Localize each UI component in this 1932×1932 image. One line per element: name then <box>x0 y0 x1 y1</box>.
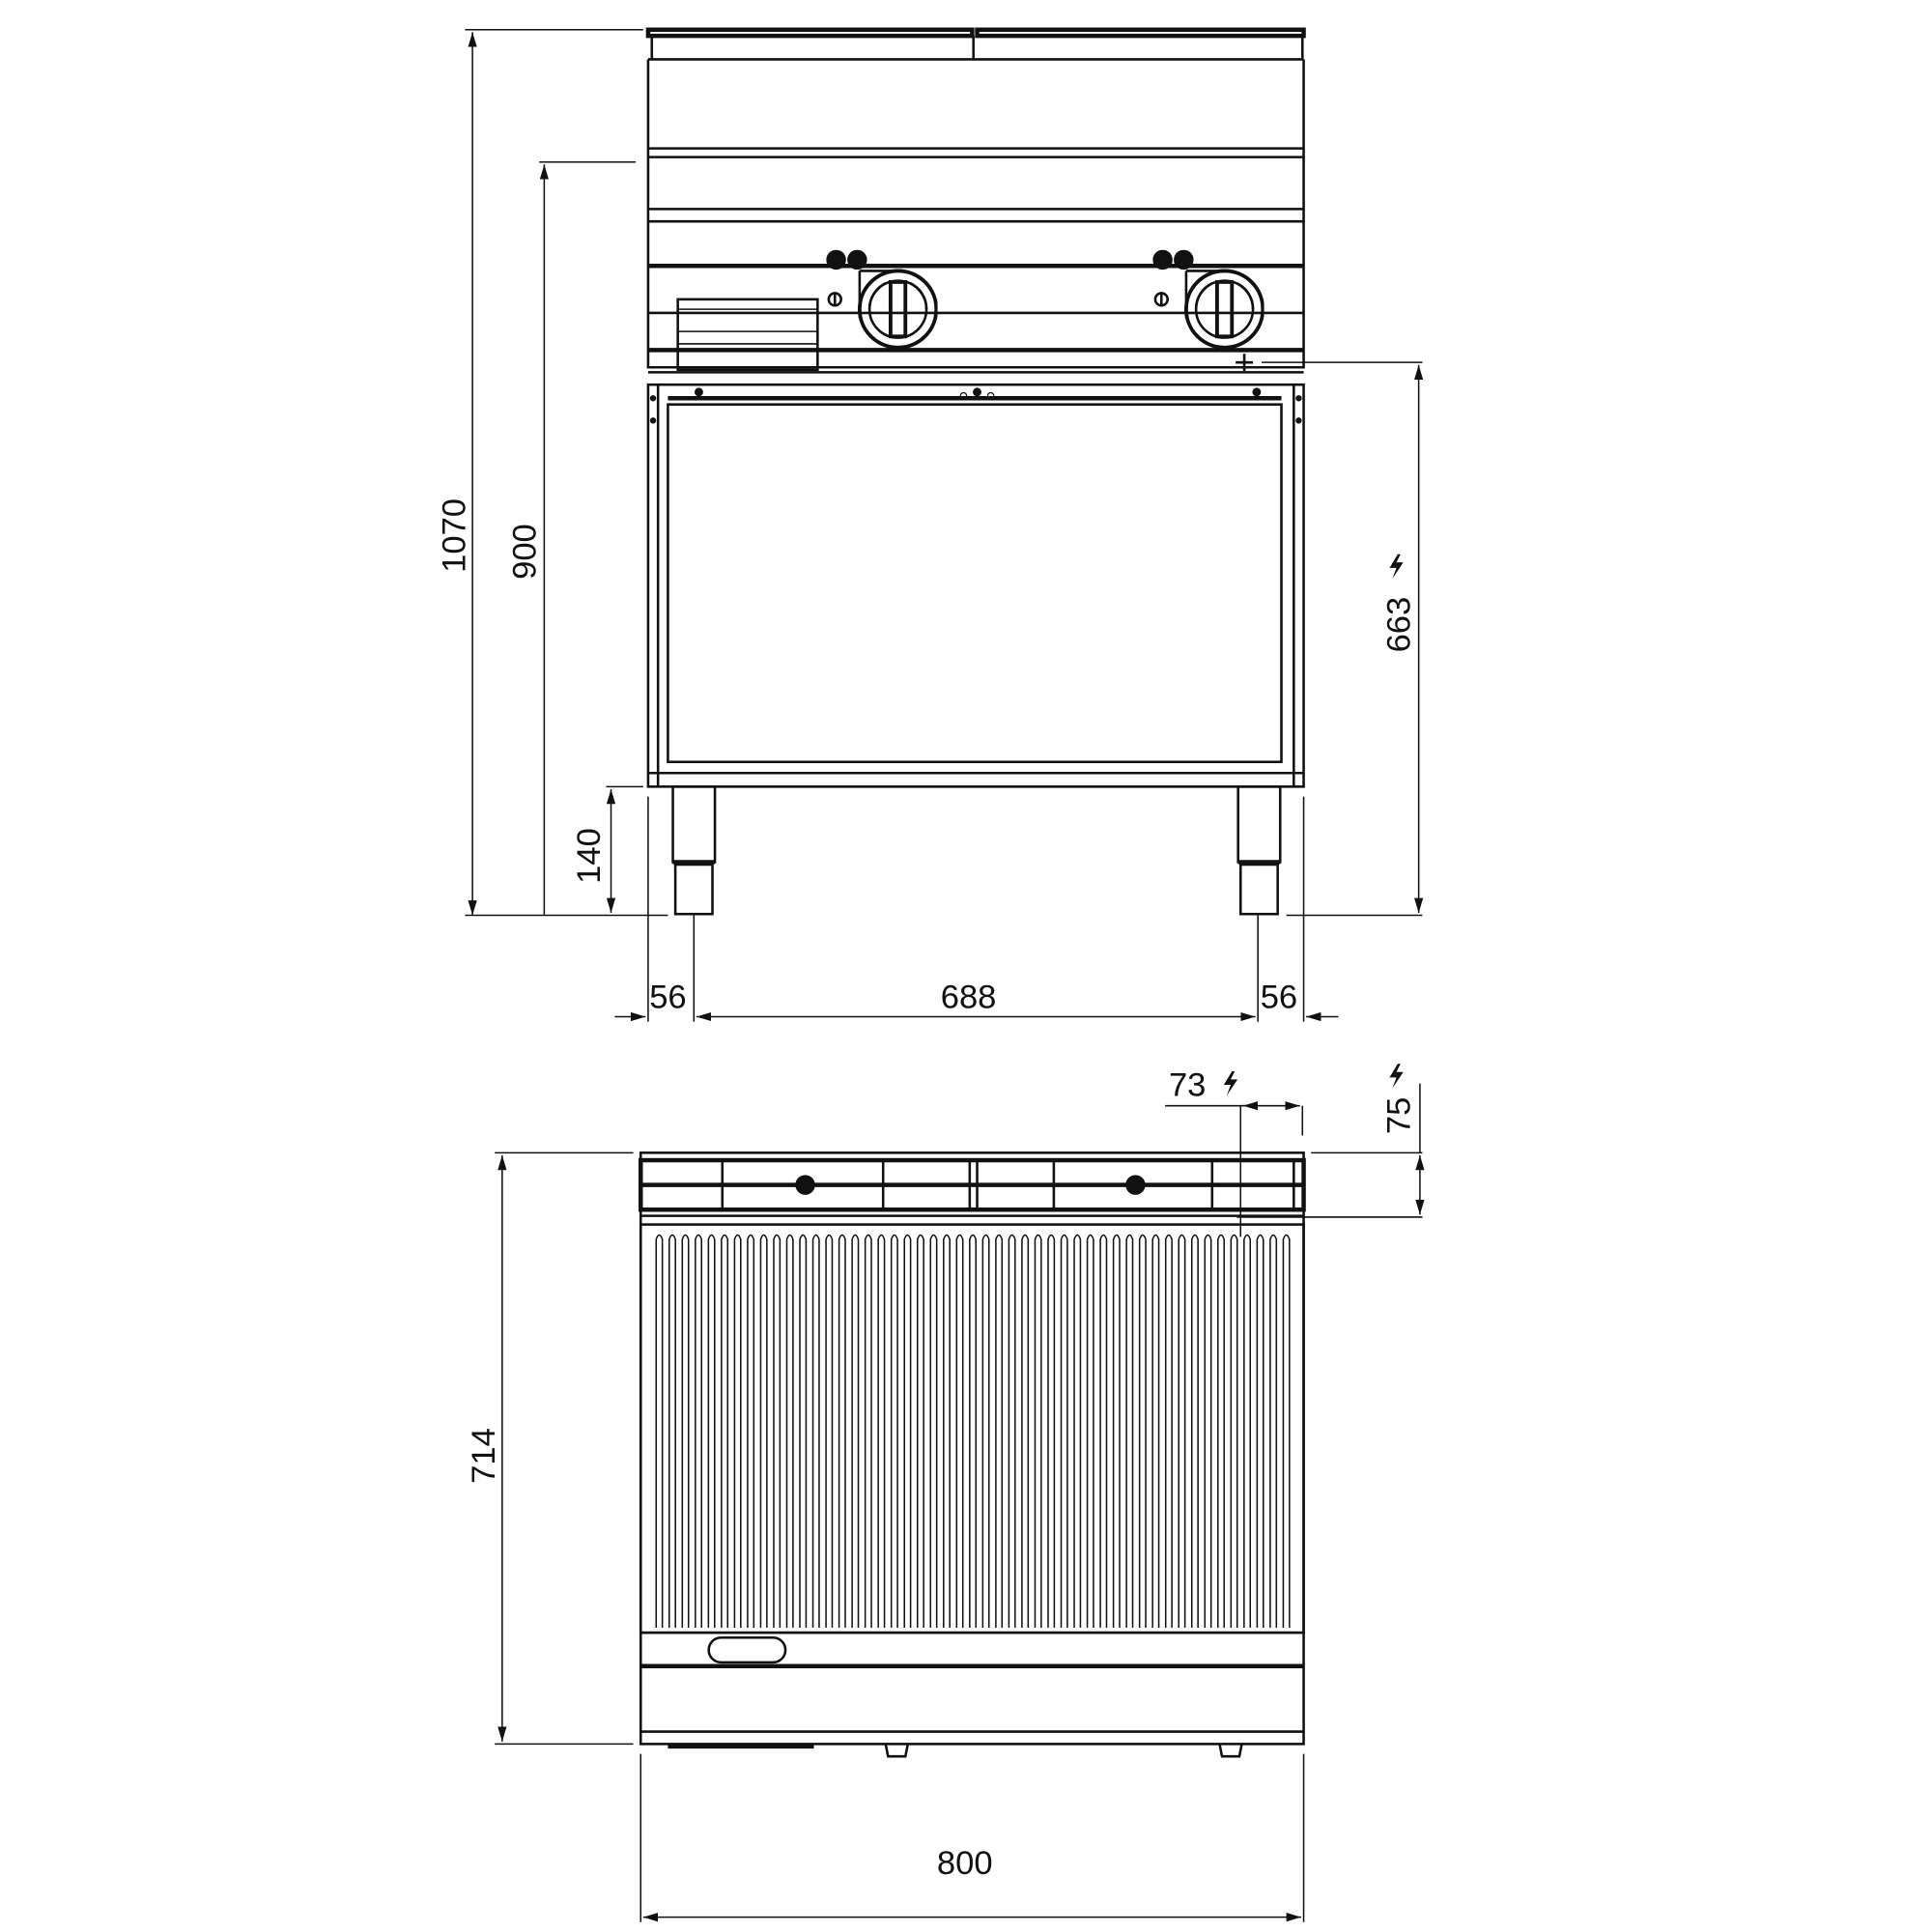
grill-rib <box>1243 1234 1252 1629</box>
dim-left-leg-offset: 56 <box>649 980 686 1016</box>
leg-left <box>671 785 717 916</box>
grill-rib <box>1269 1234 1278 1629</box>
grill-rib <box>785 1234 794 1629</box>
grill-rib <box>838 1234 846 1629</box>
grill-rib <box>733 1234 742 1629</box>
lightning-bolt-icon <box>1223 1070 1238 1096</box>
dim-leg-height: 140 <box>571 828 608 884</box>
grill-rib <box>1217 1234 1225 1629</box>
dim-connection-height: 663 <box>1381 597 1418 653</box>
grill-rib <box>1099 1234 1108 1629</box>
foot-right <box>1218 1744 1243 1758</box>
grill-rib <box>916 1234 924 1629</box>
dim-right-leg-offset: 56 <box>1261 980 1297 1016</box>
dim-leg-spacing: 688 <box>941 980 997 1016</box>
grill-rib <box>1190 1234 1199 1629</box>
grill-rib <box>864 1234 872 1629</box>
grill-rib <box>890 1234 898 1629</box>
dim-worktop-height: 900 <box>506 524 543 580</box>
grill-rib <box>668 1234 676 1629</box>
dim-overall-height: 1070 <box>436 498 472 573</box>
grill-rib <box>825 1234 834 1629</box>
lightning-bolt-icon <box>1389 1064 1404 1089</box>
grill-rib <box>981 1234 990 1629</box>
grill-rib <box>681 1234 690 1629</box>
grill-rib <box>1204 1234 1212 1629</box>
grill-rib <box>1256 1234 1264 1629</box>
grill-rib <box>721 1234 729 1629</box>
lightning-bolt-icon <box>1389 554 1404 580</box>
grill-rib <box>1086 1234 1094 1629</box>
grill-rib <box>799 1234 808 1629</box>
dim-depth: 714 <box>466 1428 502 1484</box>
grill-rib <box>851 1234 860 1629</box>
grill-rib <box>1034 1234 1042 1629</box>
cabinet <box>646 383 1305 788</box>
grill-rib <box>929 1234 938 1629</box>
grill-rib <box>943 1234 951 1629</box>
grill-rib <box>955 1234 964 1629</box>
front-dimensions: 1070 900 140 663 56 688 56 <box>436 28 1424 1022</box>
grill-rib <box>903 1234 912 1629</box>
grill-rib <box>877 1234 886 1629</box>
grill-rib <box>1060 1234 1068 1629</box>
grill-rib <box>655 1234 664 1629</box>
grill-rib <box>695 1234 703 1629</box>
grill-rib <box>1125 1234 1134 1629</box>
grill-rib <box>1047 1234 1056 1629</box>
grill-rib <box>969 1234 978 1629</box>
grill-rib <box>1230 1234 1238 1629</box>
top-dimensions: 714 800 73 75 <box>466 1064 1425 1922</box>
front-view <box>645 27 1306 916</box>
grill-rib <box>1151 1234 1160 1629</box>
grill-rib <box>1164 1234 1173 1629</box>
grill-rib <box>1021 1234 1030 1629</box>
cabinet-opening <box>667 403 1283 764</box>
drain-hole <box>707 1635 787 1664</box>
grill-rib <box>1178 1234 1186 1629</box>
foot-left <box>884 1744 910 1758</box>
grill-rib <box>773 1234 781 1629</box>
backsplash-left <box>645 27 975 39</box>
dim-connection-offset-y: 75 <box>1381 1097 1418 1134</box>
grill-rib <box>1282 1234 1291 1629</box>
grill-rib <box>707 1234 716 1629</box>
dim-connection-offset-x: 73 <box>1169 1066 1206 1103</box>
grill-rib <box>1073 1234 1082 1629</box>
leg-right <box>1236 785 1282 916</box>
grill-rib <box>1112 1234 1121 1629</box>
grill-rib <box>1008 1234 1016 1629</box>
grill-rib <box>747 1234 755 1629</box>
top-view <box>639 1151 1306 1758</box>
backsplash-right <box>975 27 1306 39</box>
grill-rib <box>995 1234 1004 1629</box>
grill-ribs <box>655 1234 1291 1629</box>
grill-rib <box>811 1234 820 1629</box>
dim-width: 800 <box>937 1845 993 1882</box>
grill-rib <box>759 1234 768 1629</box>
drip-tray-front <box>676 298 819 372</box>
grill-rib <box>1138 1234 1147 1629</box>
